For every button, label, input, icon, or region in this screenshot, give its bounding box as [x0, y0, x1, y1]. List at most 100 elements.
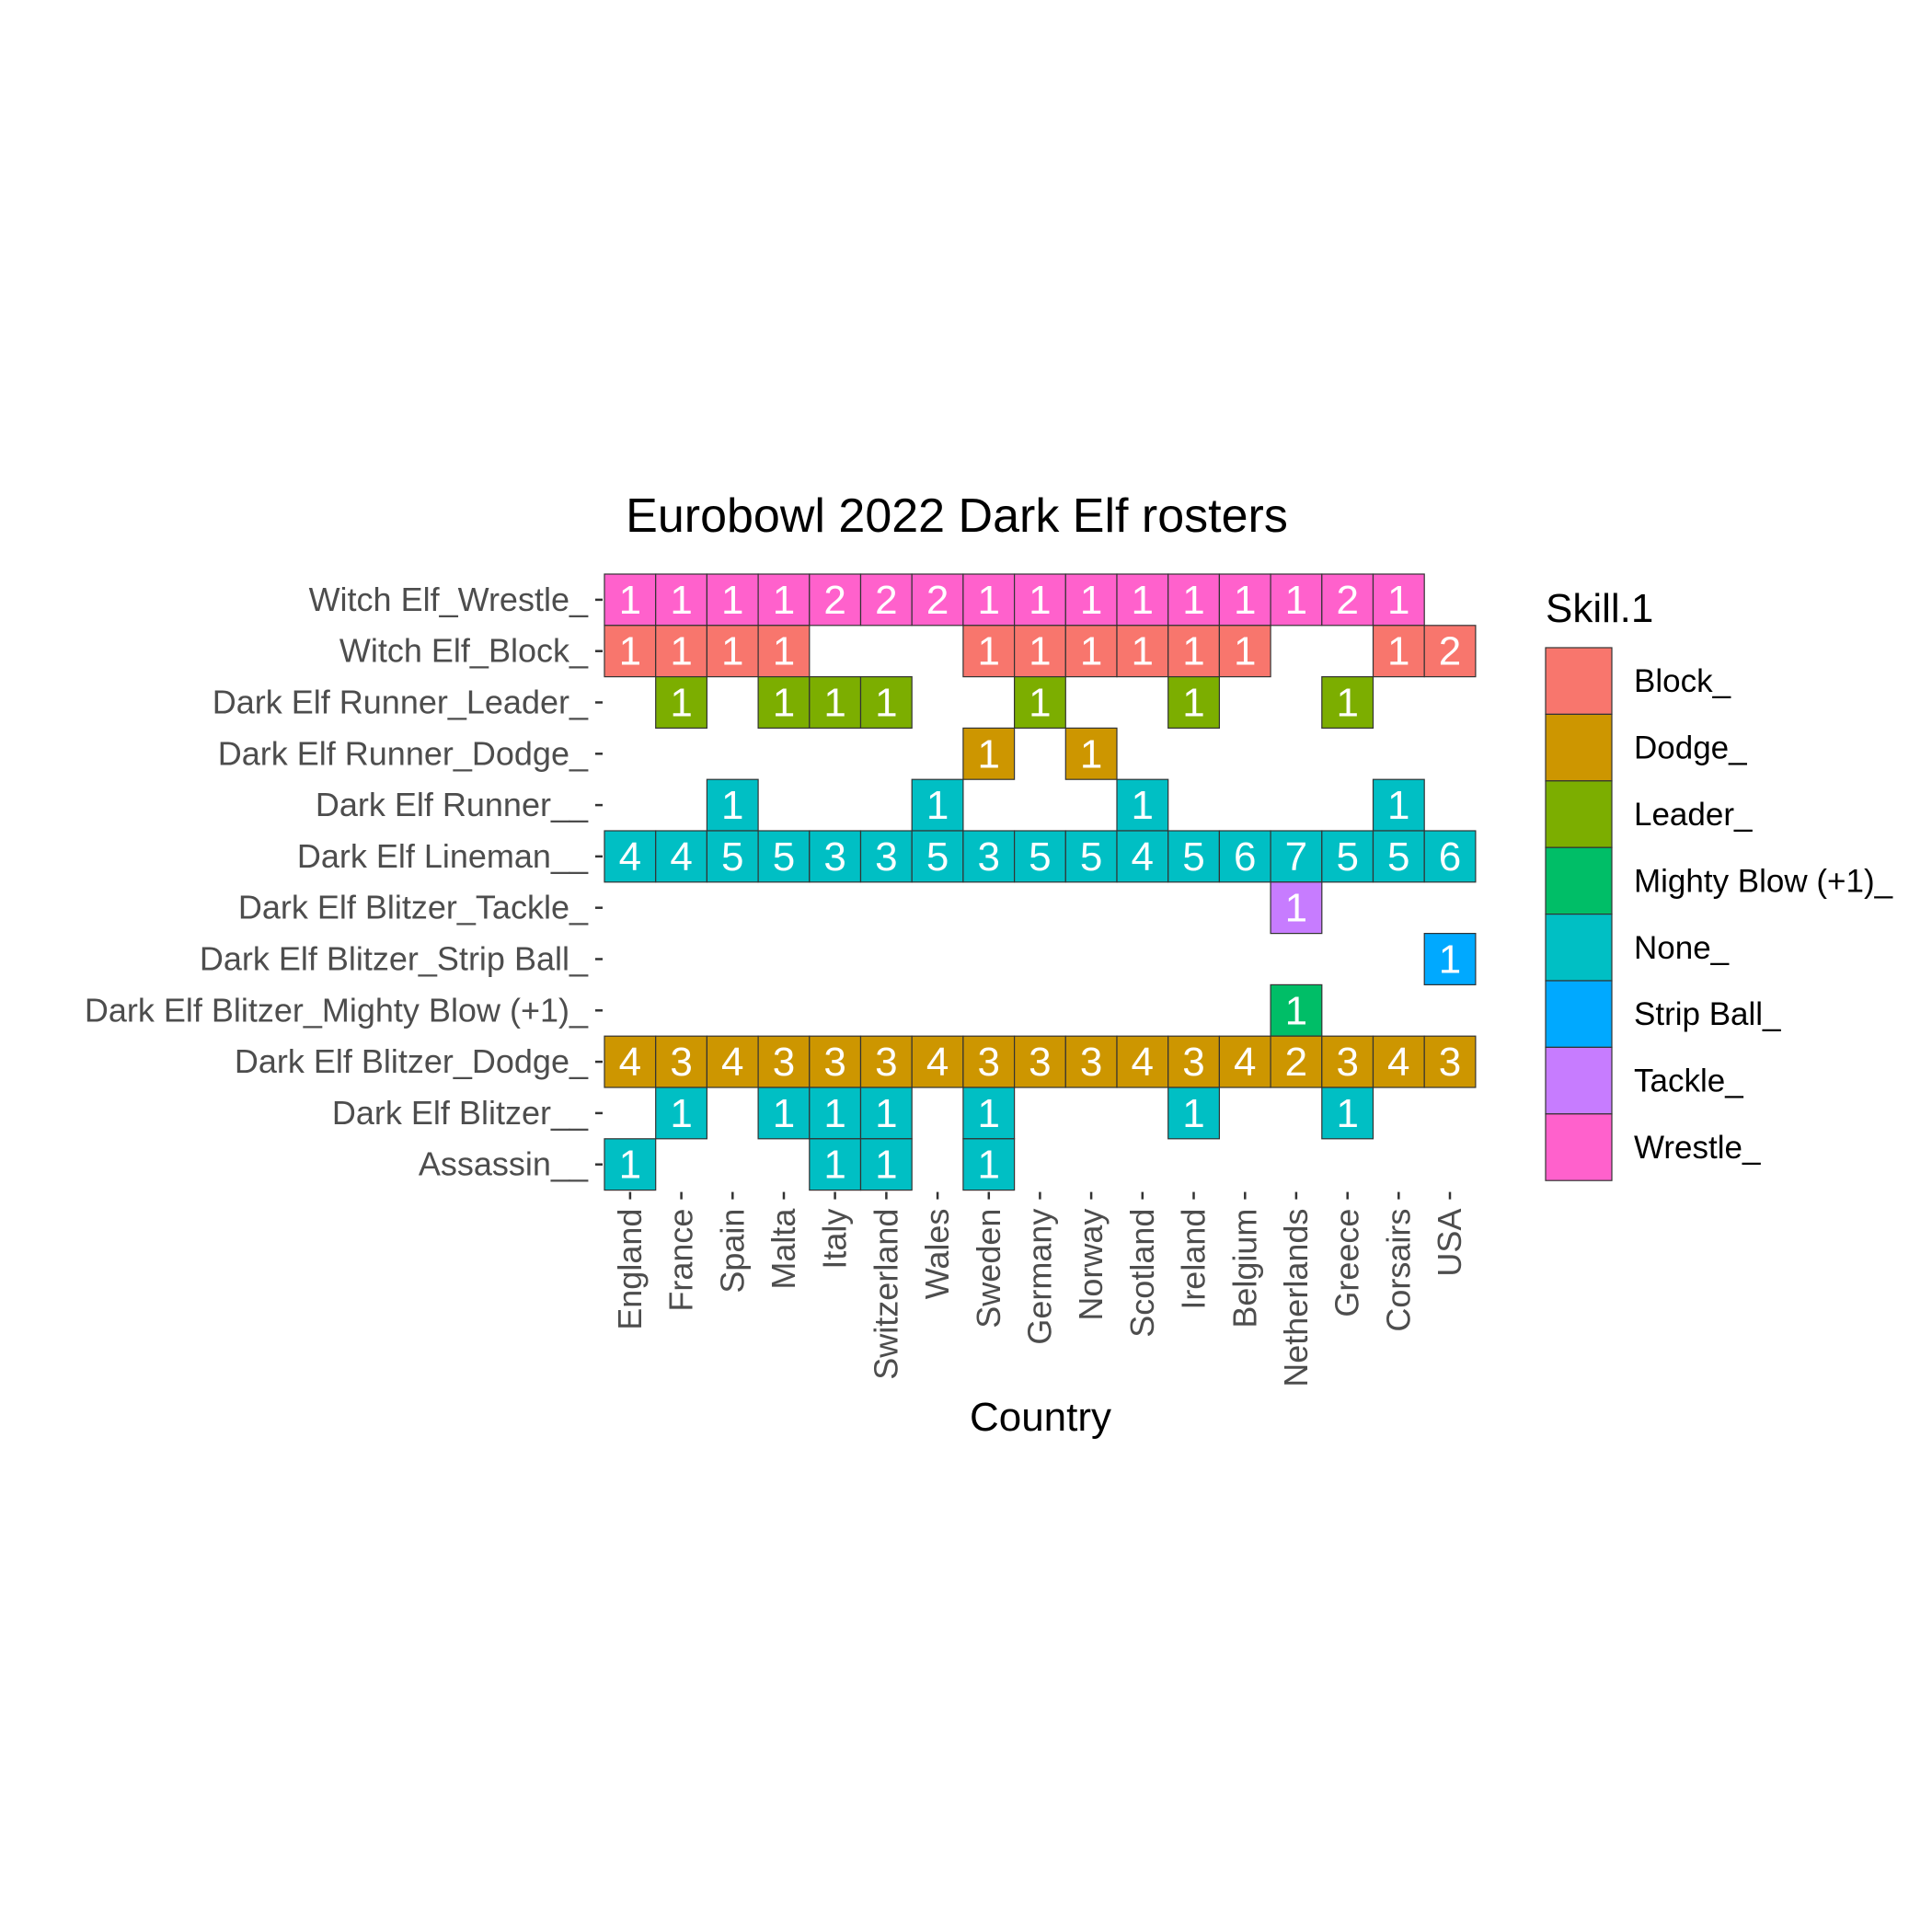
x-tick-label: Germany: [1020, 1209, 1058, 1345]
cell-value-label: 1: [823, 1143, 845, 1188]
y-tick-label: Witch Elf_Block_: [339, 632, 589, 670]
heatmap-cell: [1372, 830, 1425, 883]
heatmap-cell: [1372, 778, 1425, 832]
y-tick-label: Dark Elf Blitzer__: [332, 1094, 589, 1132]
cell-value-label: 4: [619, 834, 641, 880]
cell-value-label: 1: [1182, 578, 1204, 623]
x-tick-label: Malta: [765, 1208, 802, 1290]
y-tick-label: Dark Elf Blitzer_Tackle_: [238, 889, 589, 926]
cell-value-label: 1: [1132, 629, 1154, 674]
heatmap-cell: [962, 830, 1016, 883]
heatmap-cell: [1218, 573, 1271, 627]
heatmap-cell: [962, 1087, 1016, 1140]
cell-value-label: 6: [1234, 834, 1256, 880]
heatmap-cell: [809, 830, 862, 883]
x-tick-label: Scotland: [1123, 1209, 1161, 1338]
y-tick-label: Dark Elf Blitzer_Dodge_: [235, 1042, 589, 1080]
x-tick-label: Spain: [713, 1209, 751, 1294]
cell-value-label: 4: [1132, 834, 1154, 880]
cell-value-label: 1: [1182, 681, 1204, 726]
y-tick-label: Assassin__: [419, 1145, 589, 1183]
legend-key: [1545, 713, 1613, 782]
heatmap-cell: [604, 830, 657, 883]
heatmap-cell: [655, 830, 708, 883]
heatmap-cell: [706, 830, 759, 883]
heatmap-cell: [859, 1035, 913, 1088]
cell-value-label: 4: [721, 1040, 743, 1085]
x-tick-label: Wales: [918, 1209, 956, 1300]
cell-value-label: 1: [1336, 681, 1358, 726]
legend-label: None_: [1634, 930, 1730, 966]
cell-value-label: 1: [773, 1091, 795, 1136]
heatmap-cell: [655, 625, 708, 678]
cell-value-label: 1: [619, 629, 641, 674]
legend: Skill.1 Block_Dodge_Leader_Mighty Blow (…: [1545, 586, 1893, 1181]
y-tick-label: Dark Elf Blitzer_Mighty Blow (+1)_: [85, 991, 589, 1029]
heatmap-cell: [1218, 1035, 1271, 1088]
heatmap-cell: [962, 727, 1016, 780]
cell-value-label: 5: [773, 834, 795, 880]
cell-value-label: 4: [926, 1040, 949, 1085]
chart-title: Eurobowl 2022 Dark Elf rosters: [626, 489, 1288, 543]
heatmap-cell: [1064, 830, 1118, 883]
heatmap-cell: [1116, 830, 1169, 883]
cell-value-label: 1: [1387, 578, 1409, 623]
x-tick-label: USA: [1431, 1209, 1468, 1277]
cell-value-label: 1: [619, 1143, 641, 1188]
legend-label: Wrestle_: [1634, 1130, 1761, 1166]
cell-value-label: 3: [1182, 1040, 1204, 1085]
heatmap-cell: [1064, 573, 1118, 627]
cell-value-label: 1: [875, 681, 897, 726]
heatmap-cell: [1167, 830, 1220, 883]
cell-value-label: 1: [721, 629, 743, 674]
y-tick-label: Dark Elf Lineman__: [297, 837, 589, 875]
heatmap-cell: [809, 573, 862, 627]
heatmap-cell: [1321, 573, 1374, 627]
heatmap-cell: [859, 1138, 913, 1191]
y-tick-label: Dark Elf Runner_Dodge_: [218, 734, 589, 772]
heatmap-cell: [1218, 625, 1271, 678]
heatmap-cell: [1013, 675, 1066, 729]
heatmap-cell: [809, 1035, 862, 1088]
cell-value-label: 1: [773, 578, 795, 623]
legend-key: [1545, 780, 1613, 848]
heatmap-cell: [962, 1138, 1016, 1191]
heatmap-cell: [911, 778, 964, 832]
heatmap-cell: [757, 625, 811, 678]
x-tick-label: France: [662, 1209, 700, 1312]
y-tick-label: Dark Elf Runner__: [316, 786, 589, 823]
heatmap-cell: [911, 830, 964, 883]
cell-value-label: 4: [670, 834, 692, 880]
cell-value-label: 1: [670, 1091, 692, 1136]
heatmap-cell: [911, 573, 964, 627]
heatmap-cell: [1116, 573, 1169, 627]
cell-value-label: 2: [1285, 1040, 1307, 1085]
cell-value-label: 2: [926, 578, 949, 623]
cell-value-label: 5: [1336, 834, 1358, 880]
heatmap-cell: [1321, 675, 1374, 729]
y-tick-label: Dark Elf Runner_Leader_: [213, 684, 589, 721]
cell-value-label: 3: [1080, 1040, 1102, 1085]
cell-value-label: 2: [823, 578, 845, 623]
cell-value-label: 1: [670, 629, 692, 674]
heatmap-cell: [1013, 1035, 1066, 1088]
heatmap-cell: [604, 625, 657, 678]
cell-value-label: 1: [978, 1143, 1000, 1188]
heatmap-cell: [706, 573, 759, 627]
heatmap-cell: [1116, 1035, 1169, 1088]
cell-value-label: 1: [1439, 937, 1461, 983]
x-tick-label: Belgium: [1225, 1209, 1263, 1328]
legend-key: [1545, 913, 1613, 982]
cell-value-label: 1: [823, 681, 845, 726]
cell-value-label: 1: [1182, 629, 1204, 674]
cell-value-label: 1: [978, 578, 1000, 623]
cell-value-label: 1: [1285, 578, 1307, 623]
x-tick-label: Netherlands: [1277, 1209, 1315, 1387]
heatmap-cell: [1167, 1035, 1220, 1088]
legend-label: Mighty Blow (+1)_: [1634, 863, 1893, 899]
heatmap-cell: [757, 573, 811, 627]
cell-value-label: 1: [1132, 783, 1154, 828]
heatmap-cell: [859, 1087, 913, 1140]
heatmap-cell: [1013, 573, 1066, 627]
